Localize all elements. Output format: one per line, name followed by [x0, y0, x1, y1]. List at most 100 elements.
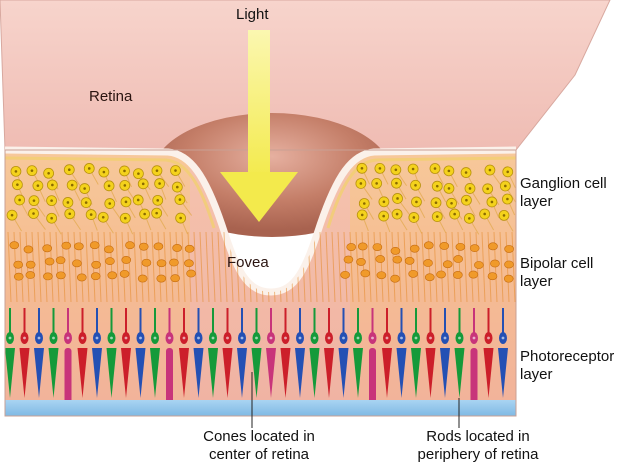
bipolar-cell — [474, 261, 484, 269]
ganglion-nucleus — [66, 201, 70, 204]
bipolar-cell — [424, 273, 435, 282]
bipolar-cell — [436, 270, 446, 279]
cone-outer-segment — [106, 348, 117, 398]
cone-outer-segment — [498, 348, 508, 398]
bipolar-cell — [43, 272, 53, 281]
bipolar-cell — [137, 274, 148, 283]
ganglion-nucleus — [395, 181, 398, 185]
ganglion-nucleus — [32, 212, 35, 215]
bipolar-fiber — [103, 231, 108, 303]
bipolar-cell — [375, 255, 386, 263]
cone-outer-segment — [222, 348, 233, 398]
bipolar-fiber — [205, 231, 210, 303]
ganglion-nucleus — [468, 187, 472, 190]
ganglion-nucleus — [395, 212, 399, 216]
ganglion-nucleus — [504, 184, 507, 188]
rod-outer-segment — [64, 348, 72, 404]
cone-outer-segment — [483, 348, 494, 398]
ganglion-cell-layer-label: Ganglion cell layer — [520, 175, 607, 211]
cone-outer-segment — [19, 348, 30, 398]
ganglion-nucleus — [123, 184, 127, 187]
bipolar-cell — [25, 271, 36, 279]
ganglion-nucleus — [435, 215, 439, 218]
bipolar-fiber — [43, 231, 48, 303]
ganglion-nucleus — [68, 212, 72, 216]
bipolar-cell — [372, 243, 383, 252]
bipolar-cell — [392, 255, 403, 264]
bipolar-cell — [390, 274, 400, 283]
bipolar-fiber — [367, 231, 372, 303]
bipolar-fiber — [373, 231, 378, 303]
bipolar-cell — [453, 271, 463, 279]
ganglion-nucleus — [396, 197, 399, 200]
ganglion-nucleus — [414, 183, 417, 187]
ganglion-nucleus — [18, 198, 21, 202]
bipolar-fiber — [211, 231, 216, 303]
bipolar-fiber — [421, 231, 426, 303]
cone-outer-segment — [396, 348, 407, 398]
bipolar-cell — [121, 256, 132, 264]
bipolar-cell — [504, 260, 514, 269]
bipolar-fiber — [343, 231, 348, 303]
bipolar-fiber — [397, 231, 402, 303]
bipolar-cell — [356, 258, 366, 266]
bipolar-cell — [442, 260, 453, 269]
ganglion-nucleus — [155, 169, 159, 172]
cone-outer-segment — [353, 348, 363, 398]
bipolar-cell — [105, 257, 115, 266]
bipolar-fiber — [487, 231, 492, 303]
ganglion-nucleus — [359, 182, 363, 185]
bipolar-cell — [23, 245, 34, 254]
bipolar-fiber — [451, 231, 456, 303]
bipolar-fiber — [163, 231, 168, 303]
retina-label: Retina — [89, 88, 133, 105]
ganglion-nucleus — [50, 216, 53, 220]
bipolar-cell — [156, 259, 167, 268]
bipolar-fiber — [433, 231, 438, 303]
bipolar-fiber — [337, 231, 342, 303]
bipolar-fiber — [109, 231, 114, 303]
cone-outer-segment — [309, 348, 320, 398]
bipolar-fiber — [151, 231, 156, 303]
ganglion-nucleus — [447, 187, 451, 190]
bipolar-fiber — [55, 231, 60, 303]
bipolar-fiber — [403, 231, 408, 303]
ganglion-nucleus — [447, 169, 451, 173]
bipolar-cell — [409, 244, 420, 253]
bipolar-cell — [172, 244, 182, 252]
ganglion-nucleus — [360, 167, 364, 170]
ganglion-nucleus — [50, 199, 53, 202]
ganglion-nucleus — [67, 168, 71, 172]
bipolar-cell — [91, 260, 101, 269]
ganglion-nucleus — [412, 216, 416, 219]
ganglion-nucleus — [123, 169, 126, 173]
cone-outer-segment — [48, 348, 59, 398]
ganglion-nucleus — [143, 212, 146, 216]
bipolar-fiber — [379, 231, 384, 303]
ganglion-nucleus — [464, 171, 468, 174]
bipolar-cell — [119, 269, 130, 278]
bipolar-fiber — [331, 231, 336, 303]
cone-outer-segment — [440, 348, 450, 398]
photoreceptor-label-line1: Photoreceptor — [520, 348, 615, 365]
ganglion-nucleus — [382, 214, 385, 218]
ganglion-nucleus — [175, 185, 179, 189]
bipolar-cell — [89, 241, 100, 250]
bipolar-cell — [153, 242, 164, 251]
bipolar-fiber — [121, 231, 126, 303]
cone-outer-segment — [338, 348, 349, 398]
rod-outer-segment — [369, 348, 376, 404]
bipolar-cell-layer-label: Bipolar cell layer — [520, 255, 593, 291]
bipolar-fiber — [469, 231, 474, 303]
photoreceptor-group — [5, 308, 508, 404]
bipolar-cell — [346, 243, 357, 251]
bipolar-fiber — [325, 231, 330, 303]
photoreceptor-label-line2: layer — [520, 366, 553, 383]
bipolar-cell — [74, 242, 84, 251]
ganglion-nucleus — [70, 183, 74, 187]
bipolar-fiber — [415, 231, 420, 303]
cone-outer-segment — [5, 348, 15, 398]
bipolar-fiber — [37, 231, 42, 303]
rods-caption-line1: Rods located in — [426, 428, 530, 445]
